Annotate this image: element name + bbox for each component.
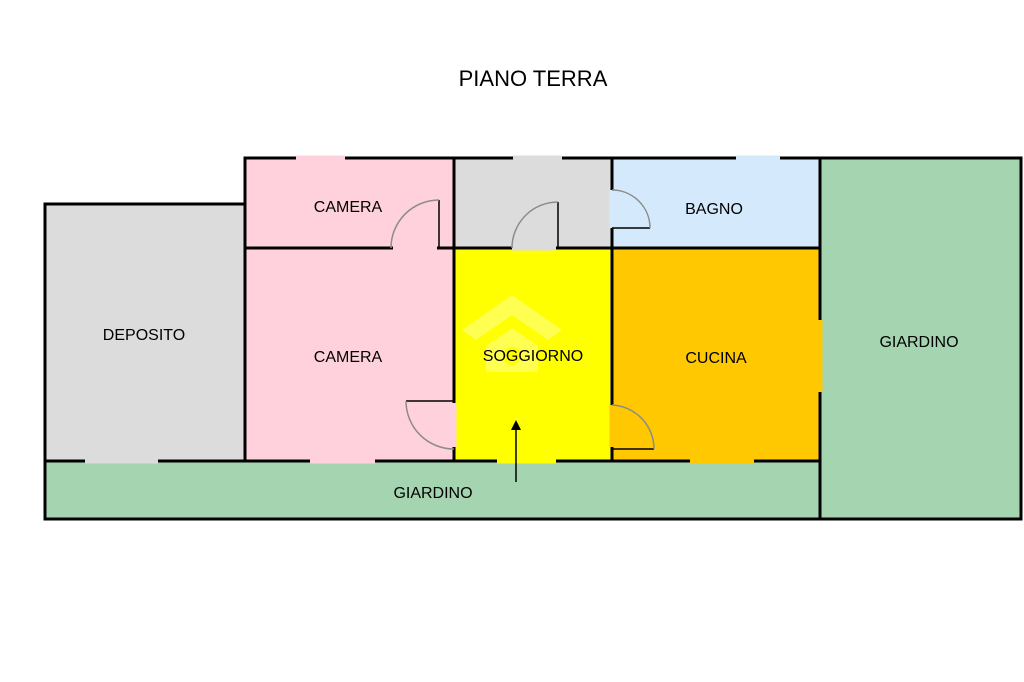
label-bagno: BAGNO (685, 201, 743, 218)
doors (390, 189, 655, 450)
up-arrow-icon (511, 420, 521, 482)
plan-title: PIANO TERRA (459, 66, 608, 91)
walls (43, 156, 1023, 521)
room-camera-main (245, 248, 454, 461)
room-camera-top (245, 158, 454, 248)
room-bagno (612, 158, 820, 248)
label-cucina: CUCINA (685, 350, 747, 367)
room-giardino-right (820, 158, 1021, 519)
label-giardino-right: GIARDINO (879, 334, 958, 351)
house-watermark-icon (462, 295, 562, 372)
room-giardino-bottom (45, 461, 820, 519)
room-disimpegno (454, 158, 612, 248)
label-deposito: DEPOSITO (103, 327, 185, 344)
label-soggiorno: SOGGIORNO (483, 348, 583, 365)
label-camera-main: CAMERA (314, 349, 383, 366)
openings (85, 155, 823, 464)
room-soggiorno (454, 248, 612, 461)
label-giardino-bottom: GIARDINO (393, 485, 472, 502)
room-deposito (45, 204, 245, 461)
label-camera-top: CAMERA (314, 199, 383, 216)
